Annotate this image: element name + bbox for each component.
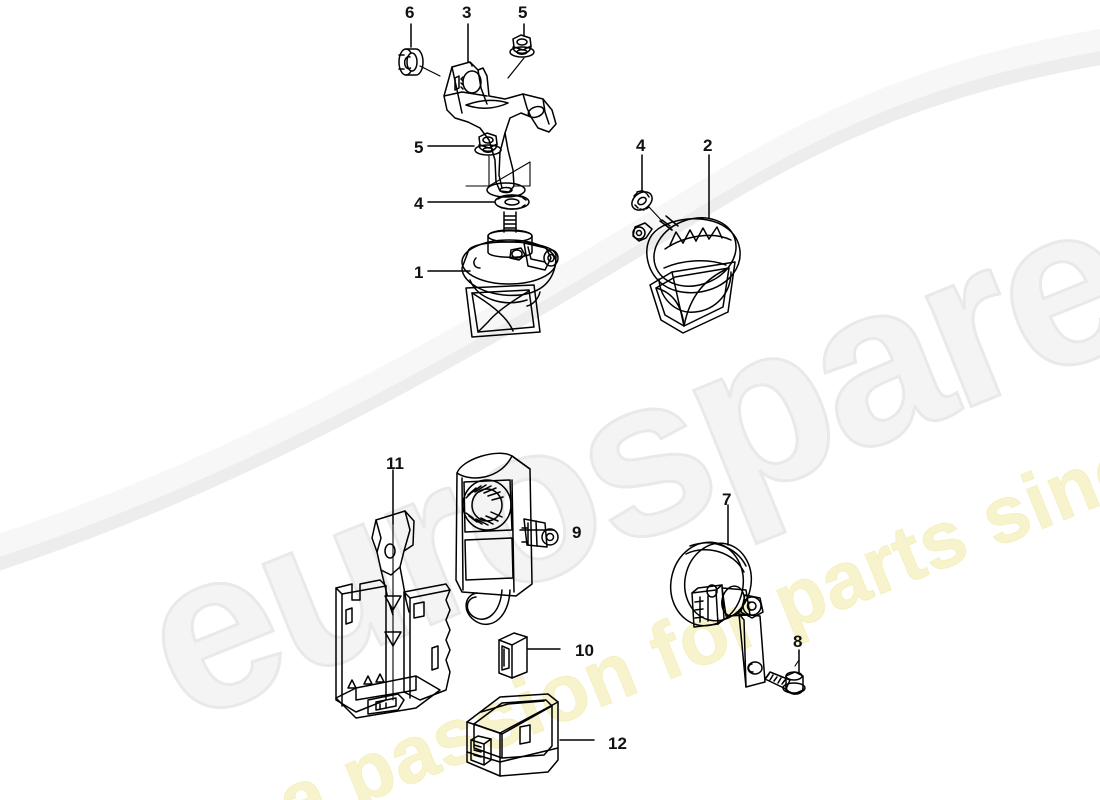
callout-4a: 4 xyxy=(636,136,646,155)
part-4a-washer xyxy=(631,190,663,222)
part-6-grommet xyxy=(398,48,441,77)
callout-3: 3 xyxy=(462,3,472,22)
part-11-bracket xyxy=(335,510,451,719)
part-4b-washer xyxy=(494,194,530,210)
bracket-pointer-wedge xyxy=(465,155,531,187)
callout-12: 12 xyxy=(608,734,627,753)
callout-1: 1 xyxy=(414,263,424,282)
callout-5a: 5 xyxy=(518,3,528,22)
part-1-horn xyxy=(461,211,559,338)
callout-4b: 4 xyxy=(414,194,424,213)
part-12-relay xyxy=(466,693,559,777)
callout-10: 10 xyxy=(575,641,594,660)
part-10-clip xyxy=(498,632,528,679)
part-9-siren xyxy=(455,452,559,626)
callout-11: 11 xyxy=(386,454,404,473)
part-3-bracket xyxy=(443,61,557,198)
part-5b-nut xyxy=(474,132,502,156)
callout-5b: 5 xyxy=(414,138,424,157)
part-7-horn xyxy=(669,541,766,688)
callout-7: 7 xyxy=(722,490,732,509)
part-2-horn xyxy=(632,215,741,334)
part-5a-nut xyxy=(507,34,535,79)
callout-6: 6 xyxy=(405,3,415,22)
callout-8: 8 xyxy=(793,632,803,651)
part-8-bolt xyxy=(764,659,806,695)
callout-9: 9 xyxy=(572,523,582,542)
callout-2: 2 xyxy=(703,136,713,155)
